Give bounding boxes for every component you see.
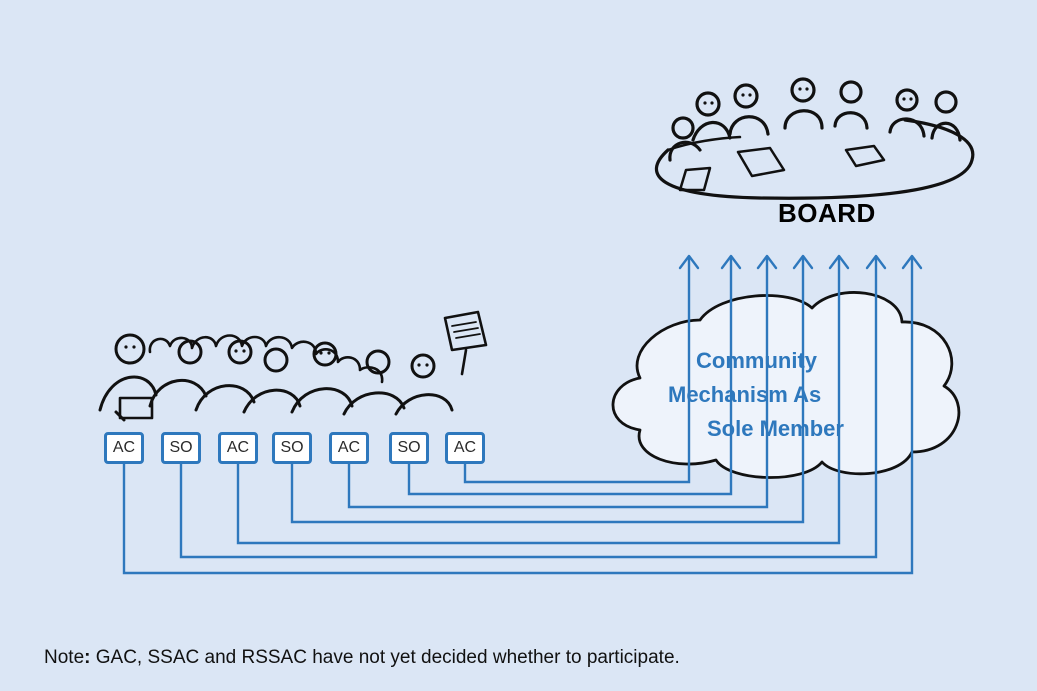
cloud-label-line-1: Community bbox=[696, 348, 817, 373]
note-prefix: Note bbox=[44, 647, 85, 668]
group-box-ac-3[interactable]: AC bbox=[329, 432, 369, 464]
cloud-label-line-3: Sole Member bbox=[707, 416, 844, 441]
participation-note: Note: GAC, SSAC and RSSAC have not yet d… bbox=[44, 647, 680, 669]
connectors bbox=[122, 258, 914, 575]
group-box-so-2[interactable]: SO bbox=[272, 432, 312, 464]
note-separator: : bbox=[84, 647, 91, 668]
group-box-ac-2[interactable]: AC bbox=[218, 432, 258, 464]
board-label: BOARD bbox=[778, 198, 876, 228]
arrowheads bbox=[678, 254, 923, 270]
group-box-ac-1[interactable]: AC bbox=[104, 432, 144, 464]
group-box-ac-4[interactable]: AC bbox=[445, 432, 485, 464]
community-crowd-illustration bbox=[98, 310, 488, 422]
board-illustration bbox=[655, 77, 975, 200]
cloud-label-line-2: Mechanism As bbox=[668, 382, 822, 407]
note-text: GAC, SSAC and RSSAC have not yet decided… bbox=[90, 647, 680, 668]
group-box-so-3[interactable]: SO bbox=[389, 432, 429, 464]
group-box-so-1[interactable]: SO bbox=[161, 432, 201, 464]
community-cloud-shape bbox=[611, 291, 961, 479]
